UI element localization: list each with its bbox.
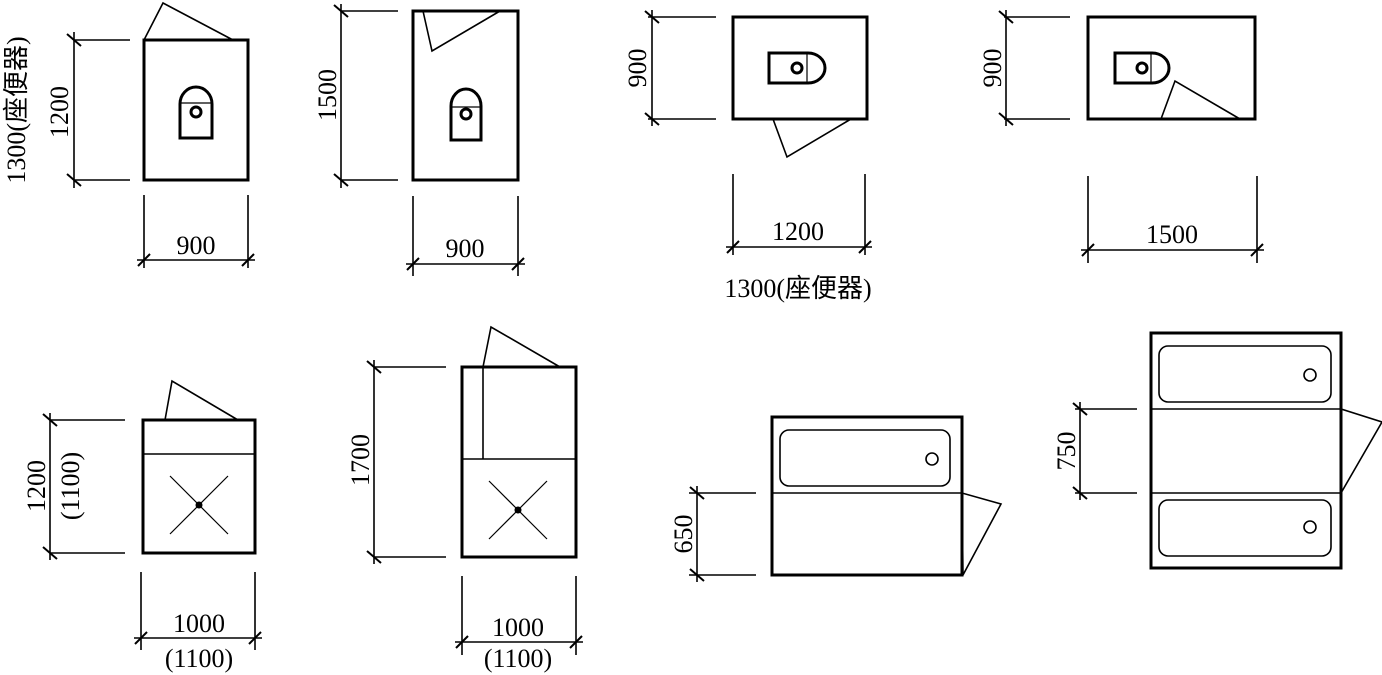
door-swing	[1160, 79, 1241, 120]
bathtub	[779, 429, 951, 487]
bathtub-lower	[1158, 499, 1332, 557]
toilet-room-b: 1500 900	[313, 4, 525, 276]
width-label: 1500	[1146, 220, 1198, 249]
door-swing	[143, 1, 234, 41]
toilet-fixture	[767, 51, 827, 85]
bathroom-a: 650	[669, 415, 1003, 582]
height-label: 1200	[45, 86, 74, 138]
door-swing	[772, 118, 852, 159]
bathtub-drain-upper	[1303, 368, 1317, 382]
width-label: 1200	[772, 217, 824, 246]
door-swing	[422, 10, 501, 53]
dimension-width	[406, 196, 525, 276]
room-outline	[770, 415, 964, 577]
dimension-height	[998, 10, 1070, 126]
room-outline	[411, 9, 520, 182]
dimension-passage	[689, 486, 756, 582]
dimension-height	[333, 4, 398, 188]
dimension-height	[644, 10, 716, 126]
room-outline	[1086, 15, 1257, 121]
height-label: 1500	[313, 69, 342, 121]
toilet-fixture	[178, 85, 214, 140]
dimension-height	[42, 413, 125, 560]
height-label: 1200	[22, 460, 51, 512]
width-label: 1000	[492, 613, 544, 642]
height-alt-label: 1300(座便器)	[2, 36, 31, 183]
door-swing	[961, 491, 1003, 576]
door-swing	[1340, 407, 1382, 496]
dimension-width	[726, 174, 872, 255]
room-outline	[142, 38, 250, 182]
passage-label: 650	[669, 515, 698, 554]
width-alt-label: 1300(座便器)	[724, 274, 871, 303]
height-alt-label: (1100)	[56, 452, 85, 520]
shower-room-a: 1200 (1100) 1000 (1100)	[22, 379, 262, 673]
bathtub-drain-lower	[1303, 520, 1317, 534]
dimension-height	[66, 32, 130, 188]
dimension-passage	[1072, 402, 1137, 500]
bathroom-b: 750	[1052, 331, 1382, 570]
passage-label: 750	[1052, 432, 1081, 471]
floor-drain	[488, 480, 548, 540]
room-outline	[141, 418, 257, 555]
floor-drain	[169, 475, 229, 535]
dimension-width	[134, 572, 262, 650]
dimension-width	[137, 195, 255, 268]
toilet-room-a: 1200 1300(座便器) 900	[2, 1, 255, 268]
dimension-width	[1081, 176, 1264, 263]
shower-room-b: 1700 1000 (1100)	[346, 325, 583, 673]
height-label: 900	[623, 49, 652, 88]
room-outline	[460, 365, 578, 559]
door-swing	[482, 325, 561, 368]
width-label: 1000	[173, 609, 225, 638]
room-outline	[731, 15, 869, 121]
dimension-width	[455, 576, 583, 655]
bathtub-upper	[1158, 345, 1332, 403]
width-label: 900	[446, 234, 485, 263]
width-label: 900	[177, 231, 216, 260]
width-alt-label: (1100)	[484, 644, 552, 673]
width-alt-label: (1100)	[165, 644, 233, 673]
toilet-fixture	[449, 87, 483, 142]
toilet-fixture	[1113, 51, 1171, 85]
bathtub-drain	[925, 452, 939, 466]
toilet-room-d: 900 1500	[978, 10, 1264, 263]
door-swing	[164, 379, 239, 421]
dimension-height	[366, 360, 446, 564]
height-label: 900	[978, 49, 1007, 88]
height-label: 1700	[346, 434, 375, 486]
toilet-room-c: 900 1200 1300(座便器)	[623, 10, 872, 303]
